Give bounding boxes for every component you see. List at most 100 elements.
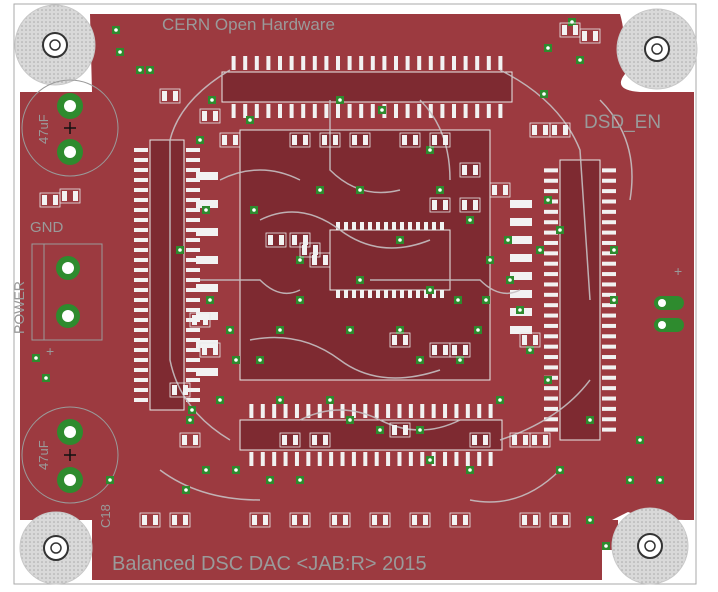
ic-pin — [186, 348, 200, 352]
vias — [32, 18, 664, 550]
ic-pin — [376, 222, 380, 230]
smd-pad — [173, 91, 178, 101]
smd-pad — [333, 135, 338, 145]
smd-pad — [483, 435, 488, 445]
ic-pin — [134, 188, 148, 192]
ic-pin — [544, 240, 558, 245]
ic-pin — [266, 56, 271, 70]
smd-pad — [172, 515, 177, 525]
smd-outline — [265, 232, 287, 248]
ic-pin — [374, 452, 379, 466]
smd-pad — [153, 515, 158, 525]
ic-pin — [272, 404, 277, 418]
ic-pin — [134, 368, 148, 372]
via-hole — [278, 398, 282, 402]
ic-pin — [196, 200, 218, 208]
ic-pin — [186, 208, 200, 212]
ic-pin — [420, 452, 425, 466]
ic-pin — [272, 452, 277, 466]
ic-pin — [134, 378, 148, 382]
smd-outline — [319, 132, 341, 148]
ic-pin — [384, 290, 388, 298]
smd-pad — [233, 135, 238, 145]
ic-body — [239, 129, 491, 381]
ic-pin — [463, 104, 468, 118]
ic-pin — [544, 396, 558, 401]
ic-pin — [186, 298, 200, 302]
ic-pin — [186, 158, 200, 162]
cap-top-value: 47uF — [36, 114, 51, 144]
smd-outline — [199, 342, 221, 358]
smd-outline — [449, 342, 471, 358]
ic-pin — [134, 258, 148, 262]
smd-pad — [562, 25, 567, 35]
smd-pad — [543, 435, 548, 445]
ic-pin — [186, 168, 200, 172]
ic-pin — [602, 406, 616, 411]
smd-pad — [222, 135, 227, 145]
ic-pin — [386, 452, 391, 466]
via-hole — [348, 418, 352, 422]
ic-pin — [312, 104, 317, 118]
via-hole — [208, 298, 212, 302]
smd-pad — [512, 435, 517, 445]
ic-pin — [186, 398, 200, 402]
via-hole — [546, 46, 550, 50]
capacitor-top — [21, 79, 119, 177]
ic-pin — [249, 404, 254, 418]
mount-hole-tr — [616, 8, 698, 90]
capacitor-bottom — [21, 406, 119, 504]
smd-outline — [529, 432, 551, 448]
via-hole — [338, 98, 342, 102]
via-hole — [528, 348, 532, 352]
ic-pin — [278, 104, 282, 118]
smd-pad — [563, 125, 568, 135]
via-hole — [118, 50, 122, 54]
via-hole — [398, 328, 402, 332]
ic-pin — [498, 56, 503, 70]
ic-pin — [186, 308, 200, 312]
smd-pad — [343, 515, 348, 525]
ic-pin — [312, 56, 317, 70]
via-hole — [498, 398, 502, 402]
smd-pad — [413, 135, 418, 145]
right-header — [654, 296, 684, 332]
ic-pin — [283, 452, 288, 466]
smd-pad — [172, 385, 177, 395]
ic-pin — [336, 56, 340, 70]
smd-pad — [203, 315, 208, 325]
ic-pin — [544, 386, 558, 391]
smd-pad — [423, 515, 428, 525]
ic-pin — [301, 56, 306, 70]
via-hole — [178, 248, 182, 252]
ic-pin — [359, 104, 364, 118]
ic-pin — [134, 338, 148, 342]
smd-outline — [309, 432, 331, 448]
smd-pad — [473, 200, 478, 210]
ic-pin — [440, 290, 444, 298]
ic-pin — [488, 404, 493, 418]
ic-pin — [544, 292, 558, 297]
ic-pin — [431, 404, 436, 418]
ic-top — [221, 56, 513, 118]
via-hole — [148, 68, 152, 72]
via-hole — [188, 418, 192, 422]
smd-pad — [432, 345, 437, 355]
smd-pad — [312, 435, 317, 445]
ic-pin — [186, 268, 200, 272]
dsd-en-label: DSD_EN — [584, 112, 661, 133]
via-hole — [348, 328, 352, 332]
smd-pad — [282, 435, 287, 445]
smd-pad — [462, 165, 467, 175]
ic-pin — [417, 56, 422, 70]
smd-pad — [412, 515, 417, 525]
ic-pin — [134, 328, 148, 332]
ic-pin — [134, 318, 148, 322]
smd-pad — [533, 515, 538, 525]
ic-pin — [510, 326, 532, 334]
via-hole — [138, 68, 142, 72]
smd-pad — [182, 435, 187, 445]
ic-pin — [186, 248, 200, 252]
smd-outline — [249, 512, 271, 528]
